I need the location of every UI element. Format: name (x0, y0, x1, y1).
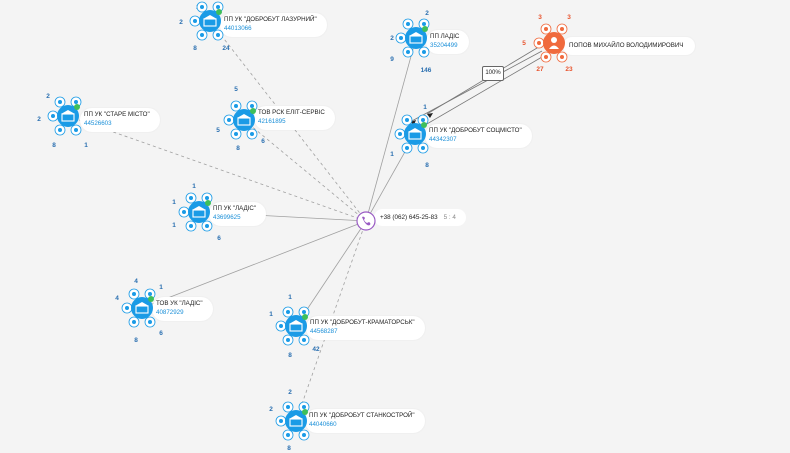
org-count-l: 2 (390, 35, 394, 42)
org-label[interactable]: ПП УК "ЛАДІС" 43699625 (209, 202, 267, 226)
org-count-tr: 1 (159, 284, 163, 291)
person-count-tl: 3 (538, 14, 542, 21)
edge-line (409, 50, 543, 123)
org-count-tl: 5 (234, 86, 238, 93)
phone-node-label[interactable]: +38 (062) 645-25-83 5 : 4 (374, 209, 466, 226)
org-count-tl: 2 (288, 389, 292, 396)
org-name: ПП УК "ДОБРОБУТ СОЦМІСТО" (429, 127, 522, 134)
org-count-br: 6 (159, 330, 163, 337)
org-label[interactable]: ПП УК "ДОБРОБУТ-КРАМАТОРСЬК" 44568287 (306, 316, 425, 340)
org-count-tl: 1 (192, 183, 196, 190)
org-count-tl: 2 (196, 4, 200, 11)
org-code[interactable]: 44342307 (429, 136, 457, 143)
org-count-bl: 1 (172, 222, 176, 229)
org-count-l: 5 (216, 127, 220, 134)
org-count-l: 1 (172, 199, 176, 206)
arrow-head-icon (427, 113, 433, 118)
org-count-br: 1 (84, 142, 88, 149)
org-count-tl: 4 (134, 278, 138, 285)
org-count-br: 6 (217, 235, 221, 242)
edge-line (295, 220, 367, 327)
org-label[interactable]: ПП УК "ДОБРОБУТ СОЦМІСТО" 44342307 (425, 124, 532, 148)
org-count-l: 1 (269, 311, 273, 318)
org-count-bl: 8 (287, 445, 291, 452)
org-code[interactable]: 44568287 (310, 328, 338, 335)
org-count-bl: 8 (52, 142, 56, 149)
person-count-br: 23 (565, 66, 573, 73)
org-code[interactable]: 44040660 (309, 421, 337, 428)
person-name: ПОПОВ МИХАЙЛО ВОЛОДИМИРОВИЧ (569, 42, 684, 49)
person-count-l: 5 (522, 40, 526, 47)
org-count-tl: 1 (288, 294, 292, 301)
edge-line (243, 119, 367, 222)
org-code[interactable]: 44526603 (84, 120, 112, 127)
org-name: ПП УК "ДОБРОБУТ СТАНКОСТРОЙ" (309, 412, 415, 419)
org-label[interactable]: ТОВ РСК ЕЛІТ-СЕРВІС 42161895 (254, 106, 335, 130)
org-count-bl: 8 (236, 145, 240, 152)
edge-line (67, 115, 367, 222)
org-count-bl: 8 (134, 337, 138, 344)
phone-link-count: 5 : 4 (443, 214, 456, 221)
org-code[interactable]: 42161895 (258, 118, 286, 125)
org-count-tr: 2 (425, 10, 429, 17)
org-name: ПП ЛАДІС (430, 33, 460, 40)
org-count-br: 8 (425, 162, 429, 169)
org-label[interactable]: ПП ЛАДІС 35204499 (426, 30, 470, 54)
org-count-l: 2 (37, 116, 41, 123)
edge-line (295, 220, 367, 422)
edge-percent-badge[interactable]: 100% (482, 66, 504, 81)
edge-line (365, 37, 417, 222)
org-count-bl: 9 (390, 56, 394, 63)
org-count-bl: 8 (288, 352, 292, 359)
org-count-tl: 2 (46, 93, 50, 100)
edge-line (419, 56, 543, 129)
org-name: ПП УК "ДОБРОБУТ ЛАЗУРНИЙ" (224, 16, 317, 23)
org-count-bl: 8 (193, 45, 197, 52)
org-label[interactable]: ПП УК "ДОБРОБУТ ЛАЗУРНИЙ" 44013066 (220, 13, 327, 37)
org-name: ТОВ УК "ЛАДІС" (156, 300, 203, 307)
org-name: ПП УК "ДОБРОБУТ-КРАМАТОРСЬК" (310, 319, 415, 326)
org-code[interactable]: 43699625 (213, 214, 241, 221)
org-count-l: 4 (115, 295, 119, 302)
org-count-l: 2 (179, 19, 183, 26)
org-code[interactable]: 40872929 (156, 309, 184, 316)
org-label[interactable]: ТОВ УК "ЛАДІС" 40872929 (152, 297, 213, 321)
org-count-br: 6 (261, 138, 265, 145)
org-count-tr: 1 (423, 104, 427, 111)
edge-line (365, 133, 416, 222)
phone-number: +38 (062) 645-25-83 (380, 214, 438, 221)
person-count-bl: 27 (536, 66, 544, 73)
org-label[interactable]: ПП УК "ДОБРОБУТ СТАНКОСТРОЙ" 44040660 (305, 409, 425, 433)
org-count-br: 146 (420, 67, 432, 74)
org-name: ПП УК "ЛАДІС" (213, 205, 257, 212)
org-name: ПП УК "СТАРЕ МІСТО" (84, 111, 150, 118)
org-code[interactable]: 35204499 (430, 42, 458, 49)
person-count-tr: 3 (567, 14, 571, 21)
edge-line (141, 220, 367, 309)
org-count-br: 24 (222, 45, 230, 52)
org-label[interactable]: ПП УК "СТАРЕ МІСТО" 44526603 (80, 108, 160, 132)
org-count-l: 2 (269, 406, 273, 413)
org-count-l: 1 (390, 151, 394, 158)
org-code[interactable]: 44013066 (224, 25, 252, 32)
person-label[interactable]: ПОПОВ МИХАЙЛО ВОЛОДИМИРОВИЧ (563, 37, 696, 55)
org-count-br: 42 (312, 346, 320, 353)
org-name: ТОВ РСК ЕЛІТ-СЕРВІС (258, 109, 325, 116)
